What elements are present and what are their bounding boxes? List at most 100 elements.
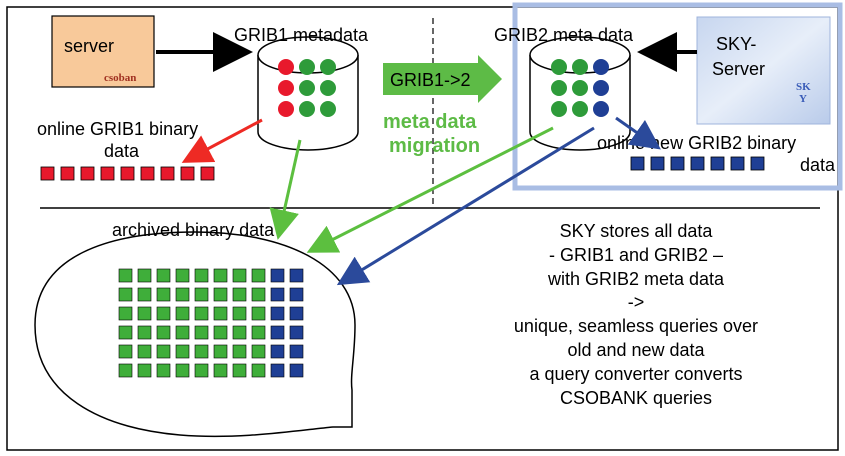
description-line-5: unique, seamless queries over [514,316,758,336]
grib1-to-online-arrow [181,118,263,163]
grib2-metadata-title: GRIB2 meta data [494,25,634,45]
binary-square [120,166,135,181]
archive-square [118,344,133,359]
archive-square [194,344,209,359]
archive-square [156,306,171,321]
binary-square [160,166,175,181]
online-grib2-squares [630,156,765,171]
description-line-8: CSOBANK queries [560,388,712,408]
archive-square [213,306,228,321]
binary-square [730,156,745,171]
binary-square [180,166,195,181]
binary-square [650,156,665,171]
archive-square [213,287,228,302]
binary-square [140,166,155,181]
server-label: server [64,36,114,56]
description-line-6: old and new data [567,340,705,360]
archive-square [251,287,266,302]
binary-square [750,156,765,171]
metadata-dot [320,80,336,96]
online-grib1-label-line2: data [104,141,140,161]
archive-square [137,287,152,302]
archive-square [118,325,133,340]
sky-logo-line2: Y [799,93,807,105]
archive-square [175,325,190,340]
grib1-to-grib2-label: GRIB1->2 [390,70,471,90]
archive-square [118,363,133,378]
archive-square [175,344,190,359]
diagram-frame [6,6,839,451]
grib2-to-archive-arrow-blue [336,126,595,286]
metadata-dot [572,80,588,96]
description-line-2: - GRIB1 and GRIB2 – [549,245,723,265]
archive-square [232,268,247,283]
archived-binary-label: archived binary data [112,220,275,240]
archive-square [270,325,285,340]
metadata-dot [572,101,588,117]
metadata-dot [572,59,588,75]
description-line-7: a query converter converts [529,364,742,384]
binary-square [630,156,645,171]
archive-square [213,363,228,378]
archive-square [213,344,228,359]
metadata-dot [299,101,315,117]
archive-square [137,344,152,359]
archive-square [175,306,190,321]
archive-square [232,344,247,359]
archive-square [156,325,171,340]
archive-square [194,363,209,378]
archive-square [289,306,304,321]
metadata-dot [551,59,567,75]
archive-square [232,325,247,340]
grib1-to-grib2-arrow: GRIB1->2 [383,55,502,103]
archive-square [251,268,266,283]
archive-square [289,287,304,302]
sky-server-label-line2: Server [712,59,765,79]
archive-square [251,306,266,321]
archive-square [156,344,171,359]
migration-label-line1: meta data [383,111,477,133]
archive-square [175,268,190,283]
archive-square [270,363,285,378]
grib2-to-online-arrow [615,116,661,150]
archive-square [289,268,304,283]
binary-square [60,166,75,181]
archive-square [118,306,133,321]
sky-server-box: SKY- Server SK Y [696,16,831,125]
binary-square [100,166,115,181]
online-grib2-label-line1: online new GRIB2 binary [597,133,796,153]
binary-square [200,166,215,181]
online-grib1-label-line1: online GRIB1 binary [37,119,198,139]
archive-square [289,325,304,340]
binary-square [40,166,55,181]
metadata-dot [593,101,609,117]
description-line-3: with GRIB2 meta data [547,269,725,289]
archive-square [289,344,304,359]
metadata-dot [299,80,315,96]
archive-square [270,306,285,321]
archive-square [270,344,285,359]
archive-square [156,363,171,378]
archive-square [194,287,209,302]
archive-square [289,363,304,378]
archive-square [251,344,266,359]
server-box: server csoban [51,15,155,88]
binary-square [710,156,725,171]
archive-square [175,363,190,378]
archive-square [232,363,247,378]
archive-square [232,287,247,302]
migration-label-line2: migration [389,135,480,157]
archive-square [137,363,152,378]
archive-square [156,268,171,283]
grib1-database [257,36,359,151]
metadata-dot [299,59,315,75]
description-text: SKY stores all data - GRIB1 and GRIB2 – … [514,221,758,408]
archive-square [270,287,285,302]
archive-square [118,287,133,302]
grib1-metadata-title: GRIB1 metadata [234,25,369,45]
archive-square [251,363,266,378]
metadata-dot [593,59,609,75]
description-line-1: SKY stores all data [560,221,714,241]
archive-square [175,287,190,302]
archive-square [194,306,209,321]
